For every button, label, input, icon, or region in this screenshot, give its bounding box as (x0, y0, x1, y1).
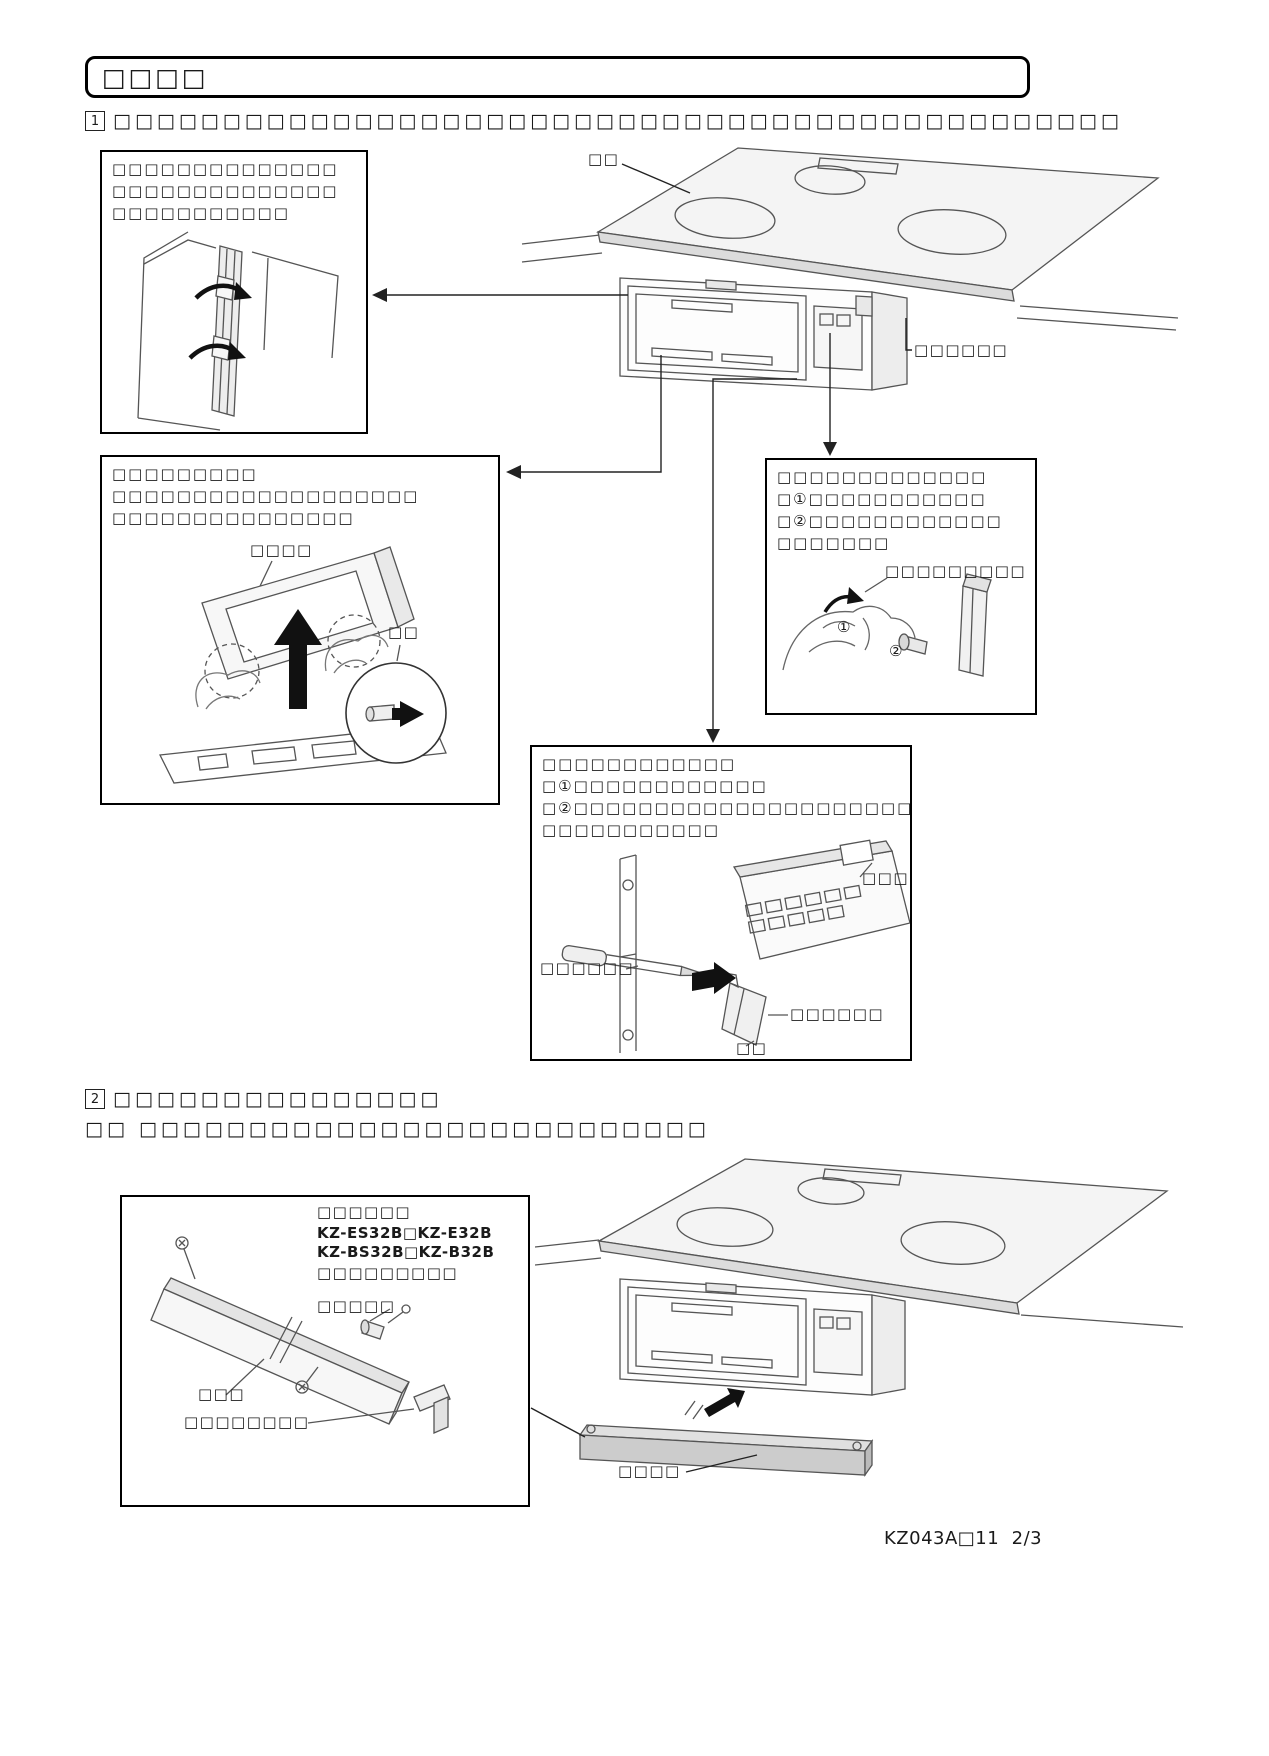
instruction-lines: □□□□□□□□□□□□ □①□□□□□□□□□□□□ □②□□□□□□□□□□… (542, 753, 913, 841)
instruction-box-release-clip: □□□□□□□□□□□□□ □①□□□□□□□□□□□ □②□□□□□□□□□□… (765, 458, 1037, 715)
instruction-line: □①□□□□□□□□□□□ (777, 490, 987, 508)
bar-label: □□□ (198, 1385, 246, 1403)
instruction-line: □□□□□□□□□□□ (112, 204, 290, 222)
document-number: KZ043A□11 2/3 (884, 1528, 1043, 1549)
callout-2: ② (889, 642, 904, 660)
clip-part-label: □□□□□□□□□ (885, 562, 1027, 580)
callout-1: ① (837, 618, 852, 636)
door-panel-label: □□□□ (250, 541, 313, 559)
cooktop-label: □□ (588, 150, 620, 168)
step-1-number: 1 (85, 111, 105, 131)
model-number: KZ-BS32B□KZ-B32B (317, 1243, 495, 1261)
instruction-line: □□□□□□□□□□□□ (542, 755, 737, 773)
page-title: □□□□ (102, 62, 209, 92)
instruction-line: □□□□□□□□□□□□□ (777, 468, 988, 486)
instruction-lines: □□□□□□□□□ □□□□□□□□□□□□□□□□□□□ □□□□□□□□□□… (112, 463, 419, 529)
bracket-label: □□□□□□□□ (184, 1413, 310, 1431)
instruction-line: □□□□□□□□□□□□□□ (112, 160, 339, 178)
step-2-text: □□□□□□□□□□□□□□□ (113, 1088, 443, 1110)
parts-box-note: □□□□□□□□□ (317, 1264, 459, 1282)
instruction-box-remove-door: □□□□□□□□□ □□□□□□□□□□□□□□□□□□□ □□□□□□□□□□… (100, 455, 500, 805)
instruction-line: □□□□□□□ (777, 534, 891, 552)
instruction-line: □□□□□□□□□□□□□□ (112, 182, 339, 200)
step-1-text: □□□□□□□□□□□□□□□□□□□□□□□□□□□□□□□□□□□□□□□□… (113, 110, 1123, 132)
step-2-number: 2 (85, 1089, 105, 1109)
instruction-lines: □□□□□□□□□□□□□□ □□□□□□□□□□□□□□ □□□□□□□□□□… (112, 158, 338, 224)
display-label: □□□ (862, 869, 910, 887)
tool-label: □□□□□□ (540, 959, 635, 977)
parts-box-front-panel: □□□□□□ KZ-ES32B□KZ-E32B KZ-BS32B□KZ-B32B… (120, 1195, 530, 1507)
part-label: □□ (388, 623, 420, 641)
parts-box-header: □□□□□□ (317, 1203, 412, 1221)
step-2-subtext: □□ □□□□□□□□□□□□□□□□□□□□□□□□□□ (85, 1118, 710, 1140)
side-packing-illustration (137, 231, 339, 431)
cooktop-top-diagram (521, 147, 1179, 391)
model-number: KZ-ES32B□KZ-E32B (317, 1224, 493, 1242)
control-panel-illustration (561, 839, 910, 1053)
door-removal-illustration (159, 546, 447, 784)
instruction-lines: □□□□□□□□□□□□□ □①□□□□□□□□□□□ □②□□□□□□□□□□… (777, 466, 1003, 554)
bracket-label: □□□□□□ (790, 1005, 885, 1023)
front-panel-label: □□□□ (618, 1462, 681, 1480)
instruction-line: □□□□□□□□□ (112, 465, 258, 483)
instruction-line: □②□□□□□□□□□□□□□□□□□□□□□ (542, 799, 914, 817)
instruction-line: □①□□□□□□□□□□□□ (542, 777, 768, 795)
counter-label: □□□□□□ (914, 341, 1009, 359)
screw-label: □□□□□ (317, 1297, 396, 1315)
instruction-line: □□□□□□□□□□□□□□□□□□□ (112, 487, 420, 505)
clip-release-illustration (782, 573, 992, 677)
instruction-box-side-packing: □□□□□□□□□□□□□□ □□□□□□□□□□□□□□ □□□□□□□□□□… (100, 150, 368, 434)
front-panel-parts-illustration (150, 1236, 451, 1434)
step-2: 2 □□□□□□□□□□□□□□□ (85, 1088, 442, 1111)
hinge-label: □□ (736, 1039, 768, 1057)
step-1: 1 □□□□□□□□□□□□□□□□□□□□□□□□□□□□□□□□□□□□□□… (85, 110, 1123, 133)
page-title-box: □□□□ (85, 56, 1030, 98)
instruction-line: □②□□□□□□□□□□□□ (777, 512, 1003, 530)
instruction-box-control-panel: □□□□□□□□□□□□ □①□□□□□□□□□□□□ □②□□□□□□□□□□… (530, 745, 912, 1061)
instruction-line: □□□□□□□□□□□ (542, 821, 720, 839)
instruction-line: □□□□□□□□□□□□□□□ (112, 509, 355, 527)
